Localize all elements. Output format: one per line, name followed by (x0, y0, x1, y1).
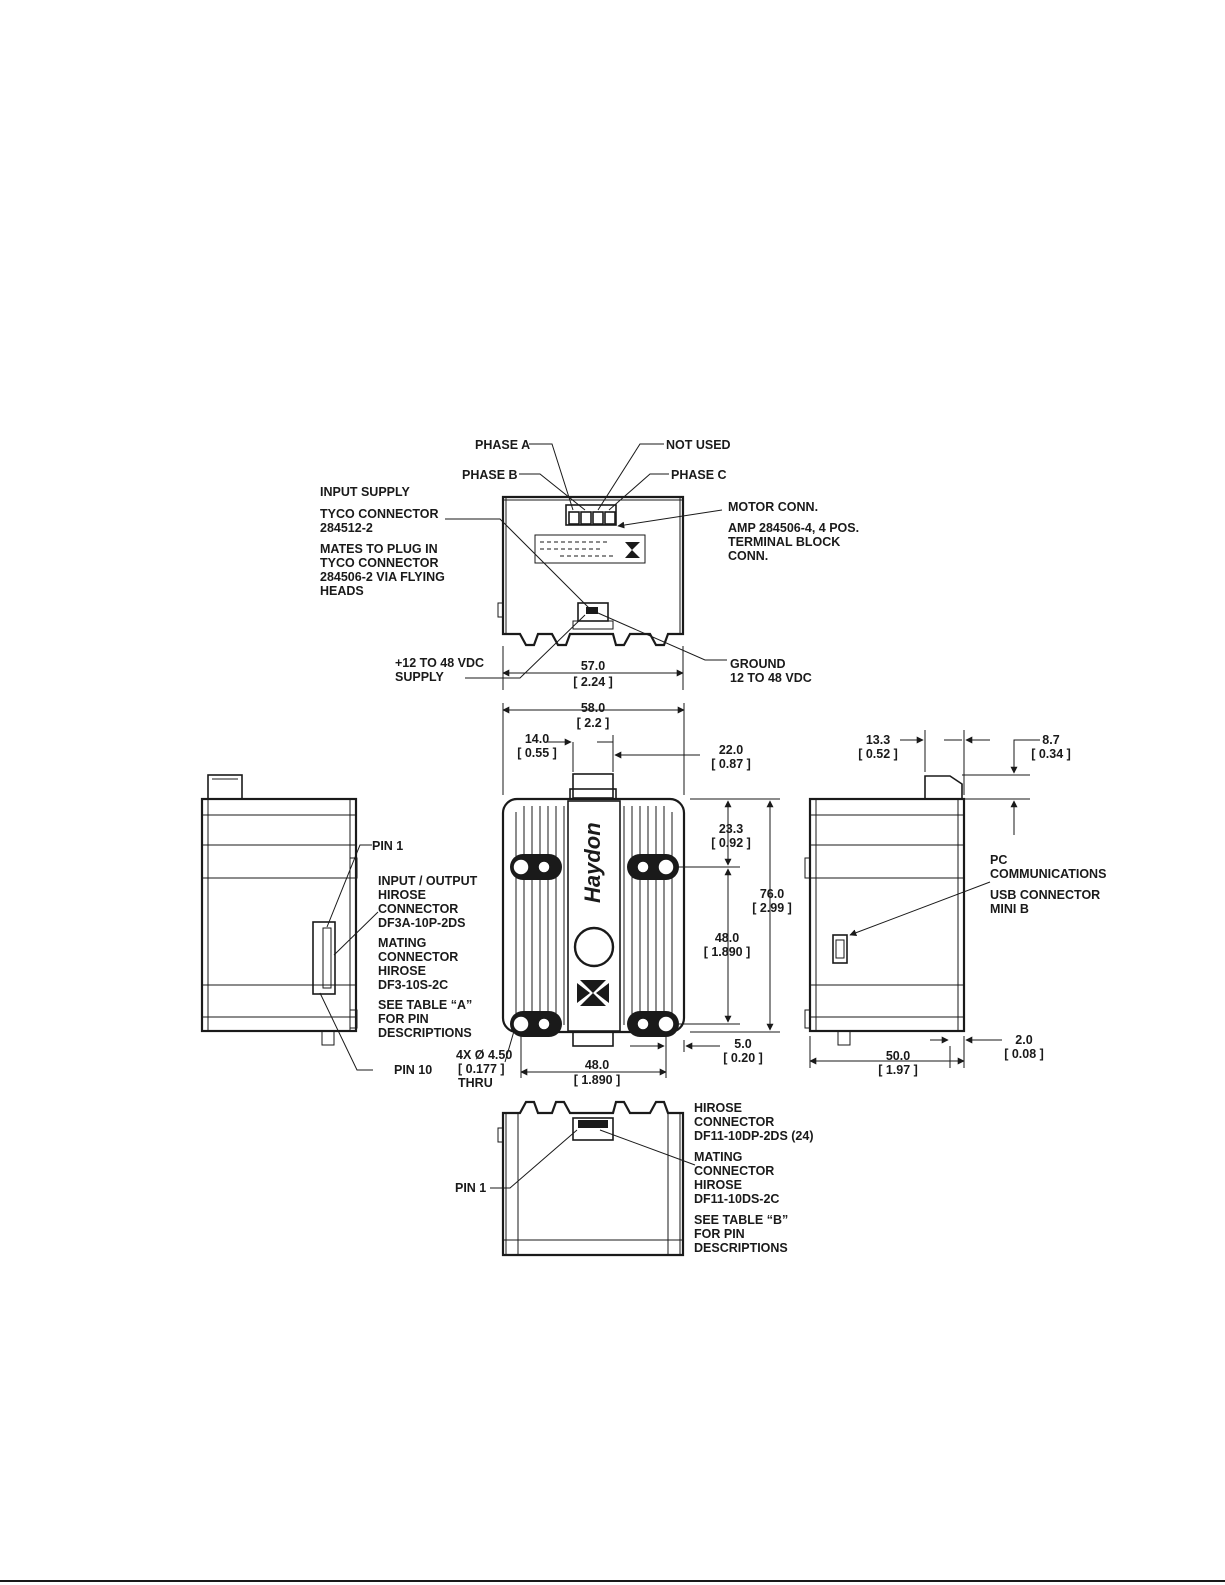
io-line-3: CONNECTOR (378, 902, 458, 916)
motor-connector (565, 504, 617, 526)
supply-line-1: +12 TO 48 VDC (395, 656, 484, 670)
top-leaders (445, 443, 727, 690)
dim-side-8-in: [ 0.34 ] (1031, 747, 1071, 761)
mates-line-1: MATES TO PLUG IN (320, 542, 438, 556)
dim-side-2-in: [ 0.08 ] (1004, 1047, 1044, 1061)
tyco-connector-line-2: 284512-2 (320, 521, 373, 535)
dim-side-2: 2.0 (1015, 1033, 1032, 1047)
haydon-mark-icon (625, 542, 640, 558)
mates-line-3: 284506-2 VIA FLYING (320, 570, 445, 584)
usb-line-1: USB CONNECTOR (990, 888, 1100, 902)
dim-front-width-in: [ 2.2 ] (577, 716, 610, 730)
not-used-label: NOT USED (666, 438, 731, 452)
holes-line-3: THRU (458, 1076, 493, 1090)
hirose-bottom-line-3: DF11-10DP-2DS (24) (694, 1129, 814, 1143)
table-b-line-1: SEE TABLE “B” (694, 1213, 788, 1227)
dim-front-width: 58.0 (581, 701, 605, 715)
page-rule (0, 1580, 1225, 1582)
front-view: Haydon (501, 773, 686, 1047)
dim-hole-span-h: 48.0 (585, 1058, 609, 1072)
io-line-2: HIROSE (378, 888, 426, 902)
dim-left-offset: 14.0 (525, 732, 549, 746)
dim-bottom-offset: 5.0 (734, 1037, 751, 1051)
pc-line-2: COMMUNICATIONS (990, 867, 1106, 881)
dim-side-depth-in: [ 1.97 ] (878, 1063, 918, 1077)
mating-bottom-line-4: DF11-10DS-2C (694, 1192, 779, 1206)
ground-line-1: GROUND (730, 657, 786, 671)
callouts: PHASE A PHASE B NOT USED PHASE C INPUT S… (320, 438, 1106, 1255)
phase-b-label: PHASE B (462, 468, 518, 482)
dim-bottom-offset-in: [ 0.20 ] (723, 1051, 763, 1065)
right-side-view (804, 730, 1040, 1068)
dim-height: 76.0 (760, 887, 784, 901)
amp-line-2: TERMINAL BLOCK (728, 535, 840, 549)
phase-a-label: PHASE A (475, 438, 530, 452)
pin-10-label: PIN 10 (394, 1063, 432, 1077)
table-a-line-3: DESCRIPTIONS (378, 1026, 472, 1040)
amp-line-1: AMP 284506-4, 4 POS. (728, 521, 859, 535)
mating-left-line-2: CONNECTOR (378, 950, 458, 964)
io-line-1: INPUT / OUTPUT (378, 874, 478, 888)
table-b-line-3: DESCRIPTIONS (694, 1241, 788, 1255)
dim-side-13: 13.3 (866, 733, 890, 747)
dim-height-in: [ 2.99 ] (752, 901, 792, 915)
phase-c-label: PHASE C (671, 468, 727, 482)
dim-right-offset-in: [ 0.87 ] (711, 757, 751, 771)
dim-hole-span-v-in: [ 1.890 ] (704, 945, 751, 959)
dim-side-depth: 50.0 (886, 1049, 910, 1063)
dim-top-hole-in: [ 0.92 ] (711, 836, 751, 850)
dim-top-width-in: [ 2.24 ] (573, 675, 613, 689)
table-a-line-1: SEE TABLE “A” (378, 998, 472, 1012)
dim-top-hole: 23.3 (719, 822, 743, 836)
pin-1-bottom-label: PIN 1 (455, 1181, 486, 1195)
dim-top-width: 57.0 (581, 659, 605, 673)
mating-left-line-1: MATING (378, 936, 426, 950)
dim-hole-span-v: 48.0 (715, 931, 739, 945)
tyco-connector-line-1: TYCO CONNECTOR (320, 507, 439, 521)
dim-left-offset-in: [ 0.55 ] (517, 746, 557, 760)
hirose-bottom-line-1: HIROSE (694, 1101, 742, 1115)
pin-1-left-label: PIN 1 (372, 839, 403, 853)
dimension-values: 57.0 [ 2.24 ] 58.0 [ 2.2 ] 14.0 [ 0.55 ]… (517, 659, 1071, 1087)
mating-left-line-3: HIROSE (378, 964, 426, 978)
left-side-view (200, 774, 379, 1071)
haydon-logo: Haydon (580, 822, 605, 903)
dim-side-13-in: [ 0.52 ] (858, 747, 898, 761)
mating-bottom-line-3: HIROSE (694, 1178, 742, 1192)
io-line-4: DF3A-10P-2DS (378, 916, 466, 930)
usb-line-2: MINI B (990, 902, 1029, 916)
mates-line-4: HEADS (320, 584, 364, 598)
input-supply-label: INPUT SUPPLY (320, 485, 411, 499)
hirose-bottom-line-2: CONNECTOR (694, 1115, 774, 1129)
top-view (497, 495, 685, 647)
dim-hole-span-h-in: [ 1.890 ] (574, 1073, 621, 1087)
bottom-view (490, 1100, 696, 1257)
holes-line-1: 4X Ø 4.50 (456, 1048, 512, 1062)
table-a-line-2: FOR PIN (378, 1012, 429, 1026)
front-dimensions (502, 703, 780, 1078)
mating-bottom-line-1: MATING (694, 1150, 742, 1164)
table-b-line-2: FOR PIN (694, 1227, 745, 1241)
holes-line-2: [ 0.177 ] (458, 1062, 505, 1076)
supply-connector (572, 602, 614, 630)
motor-conn-label: MOTOR CONN. (728, 500, 818, 514)
ground-line-2: 12 TO 48 VDC (730, 671, 812, 685)
dim-side-8: 8.7 (1042, 733, 1059, 747)
dim-right-offset: 22.0 (719, 743, 743, 757)
pc-line-1: PC (990, 853, 1007, 867)
supply-line-2: SUPPLY (395, 670, 445, 684)
amp-line-3: CONN. (728, 549, 768, 563)
haydon-mark-icon (577, 980, 609, 1006)
mount-bosses (510, 854, 679, 1037)
mating-left-line-4: DF3-10S-2C (378, 978, 448, 992)
mates-line-2: TYCO CONNECTOR (320, 556, 439, 570)
mating-bottom-line-2: CONNECTOR (694, 1164, 774, 1178)
